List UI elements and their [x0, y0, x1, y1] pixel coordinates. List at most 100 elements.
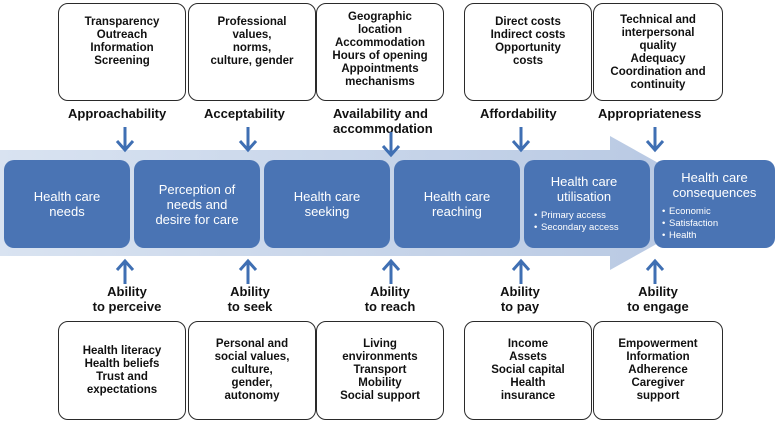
top-box-line: Coordination and: [610, 66, 706, 78]
stage-item-text: Health: [669, 230, 697, 241]
bottom-box-line: Income: [507, 338, 549, 350]
bottom-box-line: Caregiver: [631, 377, 685, 389]
list-item: •Secondary access: [534, 222, 619, 233]
stage-title-line: Health care: [550, 174, 618, 189]
dimension-approachability: Approachability: [68, 106, 167, 121]
bottom-box-line: Health: [510, 377, 546, 389]
dimension-availability: Availability and accommodation: [333, 106, 433, 136]
stage-item-text: Secondary access: [541, 222, 619, 233]
top-box-line: Accommodation: [334, 37, 426, 49]
stage-perception: Perception of needs and desire for care: [134, 160, 260, 248]
top-box-line: Technical and: [620, 14, 696, 26]
ability-line: Ability: [107, 284, 147, 299]
ability-line: Ability: [370, 284, 410, 299]
ability-line: Ability: [638, 284, 678, 299]
top-box-line: interpersonal: [621, 27, 695, 39]
stage-title-line: Perception of: [158, 181, 236, 197]
bottom-box-line: Personal and: [215, 338, 289, 350]
top-box-availability: Geographic location Accommodation Hours …: [316, 3, 444, 101]
top-box-affordability: Direct costs Indirect costs Opportunity …: [464, 3, 592, 101]
dimension-acceptability: Acceptability: [204, 106, 285, 121]
stage-item-text: Primary access: [541, 210, 606, 221]
bottom-box-line: insurance: [500, 390, 556, 402]
stage-item-text: Economic: [669, 206, 711, 217]
stage-title-line: consequences: [672, 185, 757, 200]
ability-line: to seek: [227, 299, 273, 314]
dimension-affordability: Affordability: [480, 106, 557, 121]
ability-line: Ability: [230, 284, 270, 299]
ability-line: to engage: [627, 299, 689, 314]
ability-line: to perceive: [92, 299, 162, 314]
top-box-acceptability: Professional values, norms, culture, gen…: [188, 3, 316, 101]
top-box-line: Adequacy: [630, 53, 686, 65]
dimension-line: accommodation: [333, 121, 433, 136]
bottom-box-line: Adherence: [628, 364, 688, 376]
bottom-box-line: Information: [626, 351, 690, 363]
top-box-line: culture, gender: [210, 55, 294, 67]
bottom-box-line: Health literacy: [82, 344, 162, 357]
top-box-line: Indirect costs: [490, 29, 566, 41]
top-box-line: Transparency: [84, 16, 160, 28]
arrow-up-icon: [115, 258, 135, 284]
bottom-box-line: culture,: [231, 364, 273, 376]
bottom-box-line: social values,: [214, 351, 290, 363]
stage-title-line: utilisation: [556, 189, 612, 204]
bottom-box-line: Health beliefs: [84, 357, 160, 370]
ability-line: Ability: [500, 284, 540, 299]
stage-title-line: desire for care: [155, 211, 239, 227]
list-item: •Satisfaction: [662, 218, 719, 229]
top-box-line: Screening: [94, 55, 150, 67]
bottom-box-line: expectations: [86, 383, 158, 396]
bottom-box-line: Living: [363, 338, 397, 350]
top-box-line: Geographic: [348, 11, 412, 23]
top-box-line: continuity: [630, 79, 686, 91]
top-box-line: values,: [232, 29, 272, 41]
ability-engage: Ability to engage: [613, 284, 703, 314]
list-item: •Economic: [662, 206, 711, 217]
stage-title-line: reaching: [432, 204, 482, 219]
bottom-box-line: Assets: [509, 351, 547, 363]
bottom-box-line: support: [636, 390, 680, 402]
top-box-approachability: Transparency Outreach Information Screen…: [58, 3, 186, 101]
arrow-down-icon: [511, 127, 531, 153]
ability-line: to pay: [500, 299, 540, 314]
arrow-down-icon: [381, 132, 401, 158]
bottom-box-line: Trust and: [96, 370, 148, 383]
bottom-box-perceive: Health literacy Health beliefs Trust and…: [58, 321, 186, 420]
stage-health-care-seeking: Health care seeking: [264, 160, 390, 248]
stage-title-line: needs and: [166, 196, 228, 212]
list-item: •Health: [662, 230, 697, 241]
ability-line: to reach: [364, 299, 416, 314]
ability-perceive: Ability to perceive: [82, 284, 172, 314]
bottom-box-seek: Personal and social values, culture, gen…: [188, 321, 316, 420]
stage-title-line: Health care: [293, 189, 361, 204]
bottom-box-line: Social capital: [491, 364, 565, 376]
top-box-line: costs: [512, 55, 544, 67]
stage-item-list: •Primary access •Secondary access: [534, 210, 650, 234]
bottom-box-line: Social support: [340, 390, 420, 402]
ability-seek: Ability to seek: [210, 284, 290, 314]
arrow-up-icon: [381, 258, 401, 284]
stage-health-care-consequences: Health care consequences •Economic •Sati…: [654, 160, 775, 248]
top-box-line: Direct costs: [495, 16, 561, 28]
stage-health-care-utilisation: Health care utilisation •Primary access …: [524, 160, 650, 248]
bottom-box-reach: Living environments Transport Mobility S…: [316, 321, 444, 420]
top-box-line: norms,: [232, 42, 272, 54]
arrow-down-icon: [238, 127, 258, 153]
stage-title-line: Health care: [681, 170, 748, 185]
bottom-box-line: Mobility: [358, 377, 402, 389]
stage-item-text: Satisfaction: [669, 218, 719, 229]
bottom-box-line: autonomy: [224, 390, 280, 402]
arrow-up-icon: [238, 258, 258, 284]
stage-title-line: Health care: [423, 189, 491, 204]
top-box-line: Appointments: [341, 63, 419, 75]
stage-item-list: •Economic •Satisfaction •Health: [662, 206, 775, 242]
stage-health-care-reaching: Health care reaching: [394, 160, 520, 248]
dimension-appropriateness: Appropriateness: [598, 106, 702, 121]
ability-pay: Ability to pay: [485, 284, 555, 314]
top-box-line: Professional: [217, 16, 287, 28]
top-box-line: Outreach: [96, 29, 148, 41]
ability-reach: Ability to reach: [350, 284, 430, 314]
stage-title-line: Health care: [33, 189, 101, 204]
